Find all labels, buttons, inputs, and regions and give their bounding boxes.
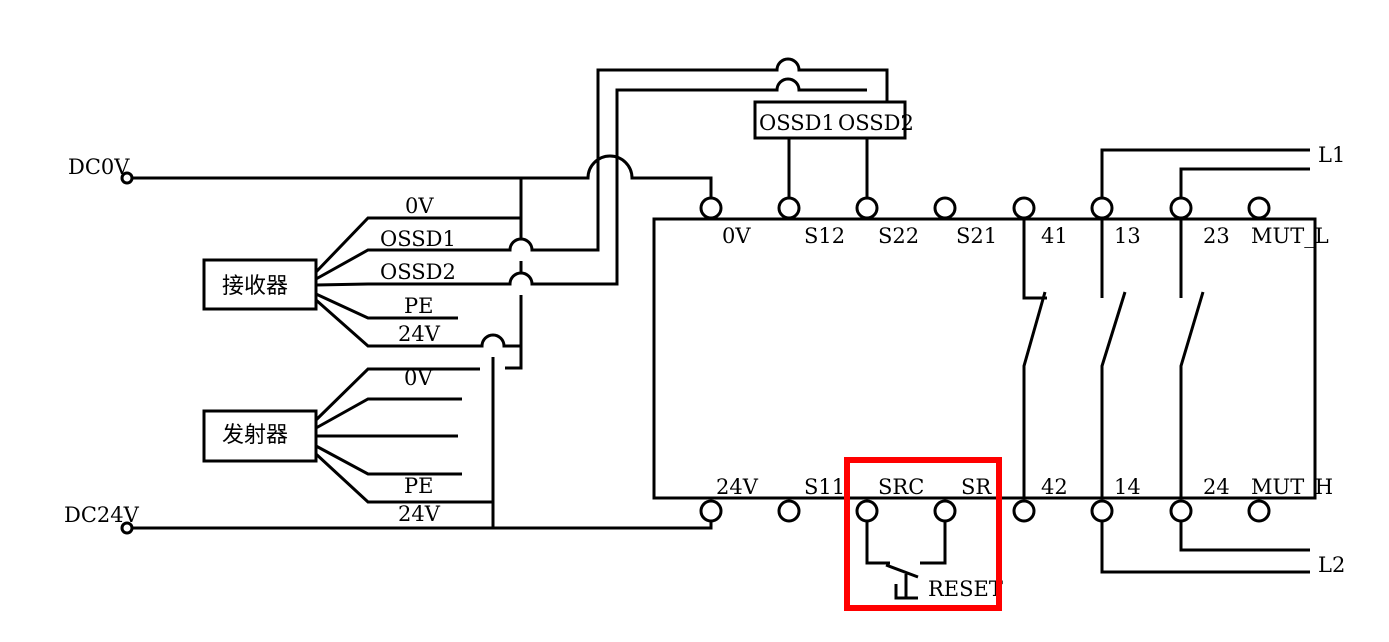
reset-highlight-box [844,457,1002,611]
dc24v-rail [132,521,713,530]
receiver-wire-0v-label: 0V [405,194,434,218]
terminal-sr[interactable] [933,499,957,523]
terminal-label-14: 14 [1114,475,1141,499]
dc24v-terminal[interactable] [120,521,134,535]
terminal-label-42: 42 [1041,475,1068,499]
controller-body [652,217,1317,500]
terminal-label-41: 41 [1041,224,1068,248]
terminal-src[interactable] [855,499,879,523]
supply-dc0v: DC0V [68,154,713,198]
terminal-0v[interactable] [699,196,723,220]
emitter: 发射器 0V PE 24V [202,366,493,526]
l1-second-line [1179,167,1310,198]
terminal-23[interactable] [1169,196,1193,220]
terminal-24v[interactable] [699,499,723,523]
terminal-label-24v: 24V [716,475,759,499]
receiver-box [202,258,318,311]
terminal-label-0v: 0V [722,224,751,248]
receiver-wire-ossd1 [315,57,889,281]
receiver-wire-ossd1-label: OSSD1 [380,227,456,251]
dc0v-label: DC0V [68,155,130,179]
receiver-wire-pe-label: PE [404,294,433,318]
emitter-wire-0v [314,367,480,422]
terminal-label-mut-h: MUT_H [1251,475,1333,499]
receiver-wire-24v [315,298,521,348]
emitter-wire-24v [314,452,493,504]
reset-label: RESET [928,577,1003,601]
terminal-24[interactable] [1169,499,1193,523]
emitter-wire-0v-label: 0V [404,366,433,390]
l2-line [1100,521,1310,574]
reset-wire-src [865,521,890,565]
supply-dc24v: DC24V [64,503,713,535]
ossd-box: OSSD1 OSSD2 [753,100,914,198]
terminal-13[interactable] [1090,196,1114,220]
terminal-s22[interactable] [855,196,879,220]
reset-button-actuator[interactable] [894,574,918,600]
reset-wire-sr [920,521,947,565]
terminal-mut-l[interactable] [1247,196,1271,220]
receiver-wire-ossd2 [315,77,867,287]
receiver: 接收器 0V OSSD1 OSSD2 PE 24V [202,57,889,348]
emitter-wire-pe [315,444,462,476]
l2-second-line [1179,521,1310,552]
emitter-wire-pe-label: PE [404,474,433,498]
terminal-label-s11: S11 [804,475,845,499]
dc0v-terminal[interactable] [120,171,134,185]
terminal-s11[interactable] [777,499,801,523]
terminal-label-sr: SR [961,475,992,499]
terminal-label-s21: S21 [956,224,997,248]
reset-circuit: RESET [844,457,1003,611]
ossd-box-outline [753,100,907,140]
safety-controller: 0V S12 S22 S21 41 13 23 MUT_L 24V S11 SR… [652,196,1333,523]
receiver-wire-ossd2-label: OSSD2 [380,260,456,284]
emitter-wire-2 [315,397,462,430]
terminal-s21[interactable] [933,196,957,220]
receiver-wire-pe [315,292,458,320]
terminal-label-23: 23 [1203,224,1230,248]
ossd1-label: OSSD1 [759,111,835,135]
terminal-42[interactable] [1012,499,1036,523]
terminal-41[interactable] [1012,196,1036,220]
emitter-wire-24v-label: 24V [398,502,441,526]
relay-contact-13-14 [1100,219,1127,498]
dc0v-bus [505,178,523,370]
terminal-s12[interactable] [777,196,801,220]
receiver-wire-0v [314,216,521,274]
emitter-label: 发射器 [222,423,288,448]
l1-line [1100,148,1310,198]
terminal-14[interactable] [1090,499,1114,523]
dc0v-rail [132,154,713,198]
terminal-label-24: 24 [1203,475,1230,499]
l1-label: L1 [1318,143,1345,167]
terminal-label-src: SRC [878,475,924,499]
receiver-label: 接收器 [222,274,288,299]
relay-contact-23-24 [1179,219,1205,498]
receiver-wire-24v-label: 24V [398,322,441,346]
terminal-label-13: 13 [1114,224,1141,248]
terminal-label-mut-l: MUT_L [1251,224,1329,248]
l2-label: L2 [1318,553,1345,577]
output-lines: L1 L2 [1100,143,1345,577]
ossd2-label: OSSD2 [838,111,914,135]
relay-contact-41-42 [1022,219,1047,498]
reset-button-contact [885,563,919,579]
terminal-label-s12: S12 [804,224,845,248]
terminal-label-s22: S22 [878,224,919,248]
terminal-mut-h[interactable] [1247,499,1271,523]
